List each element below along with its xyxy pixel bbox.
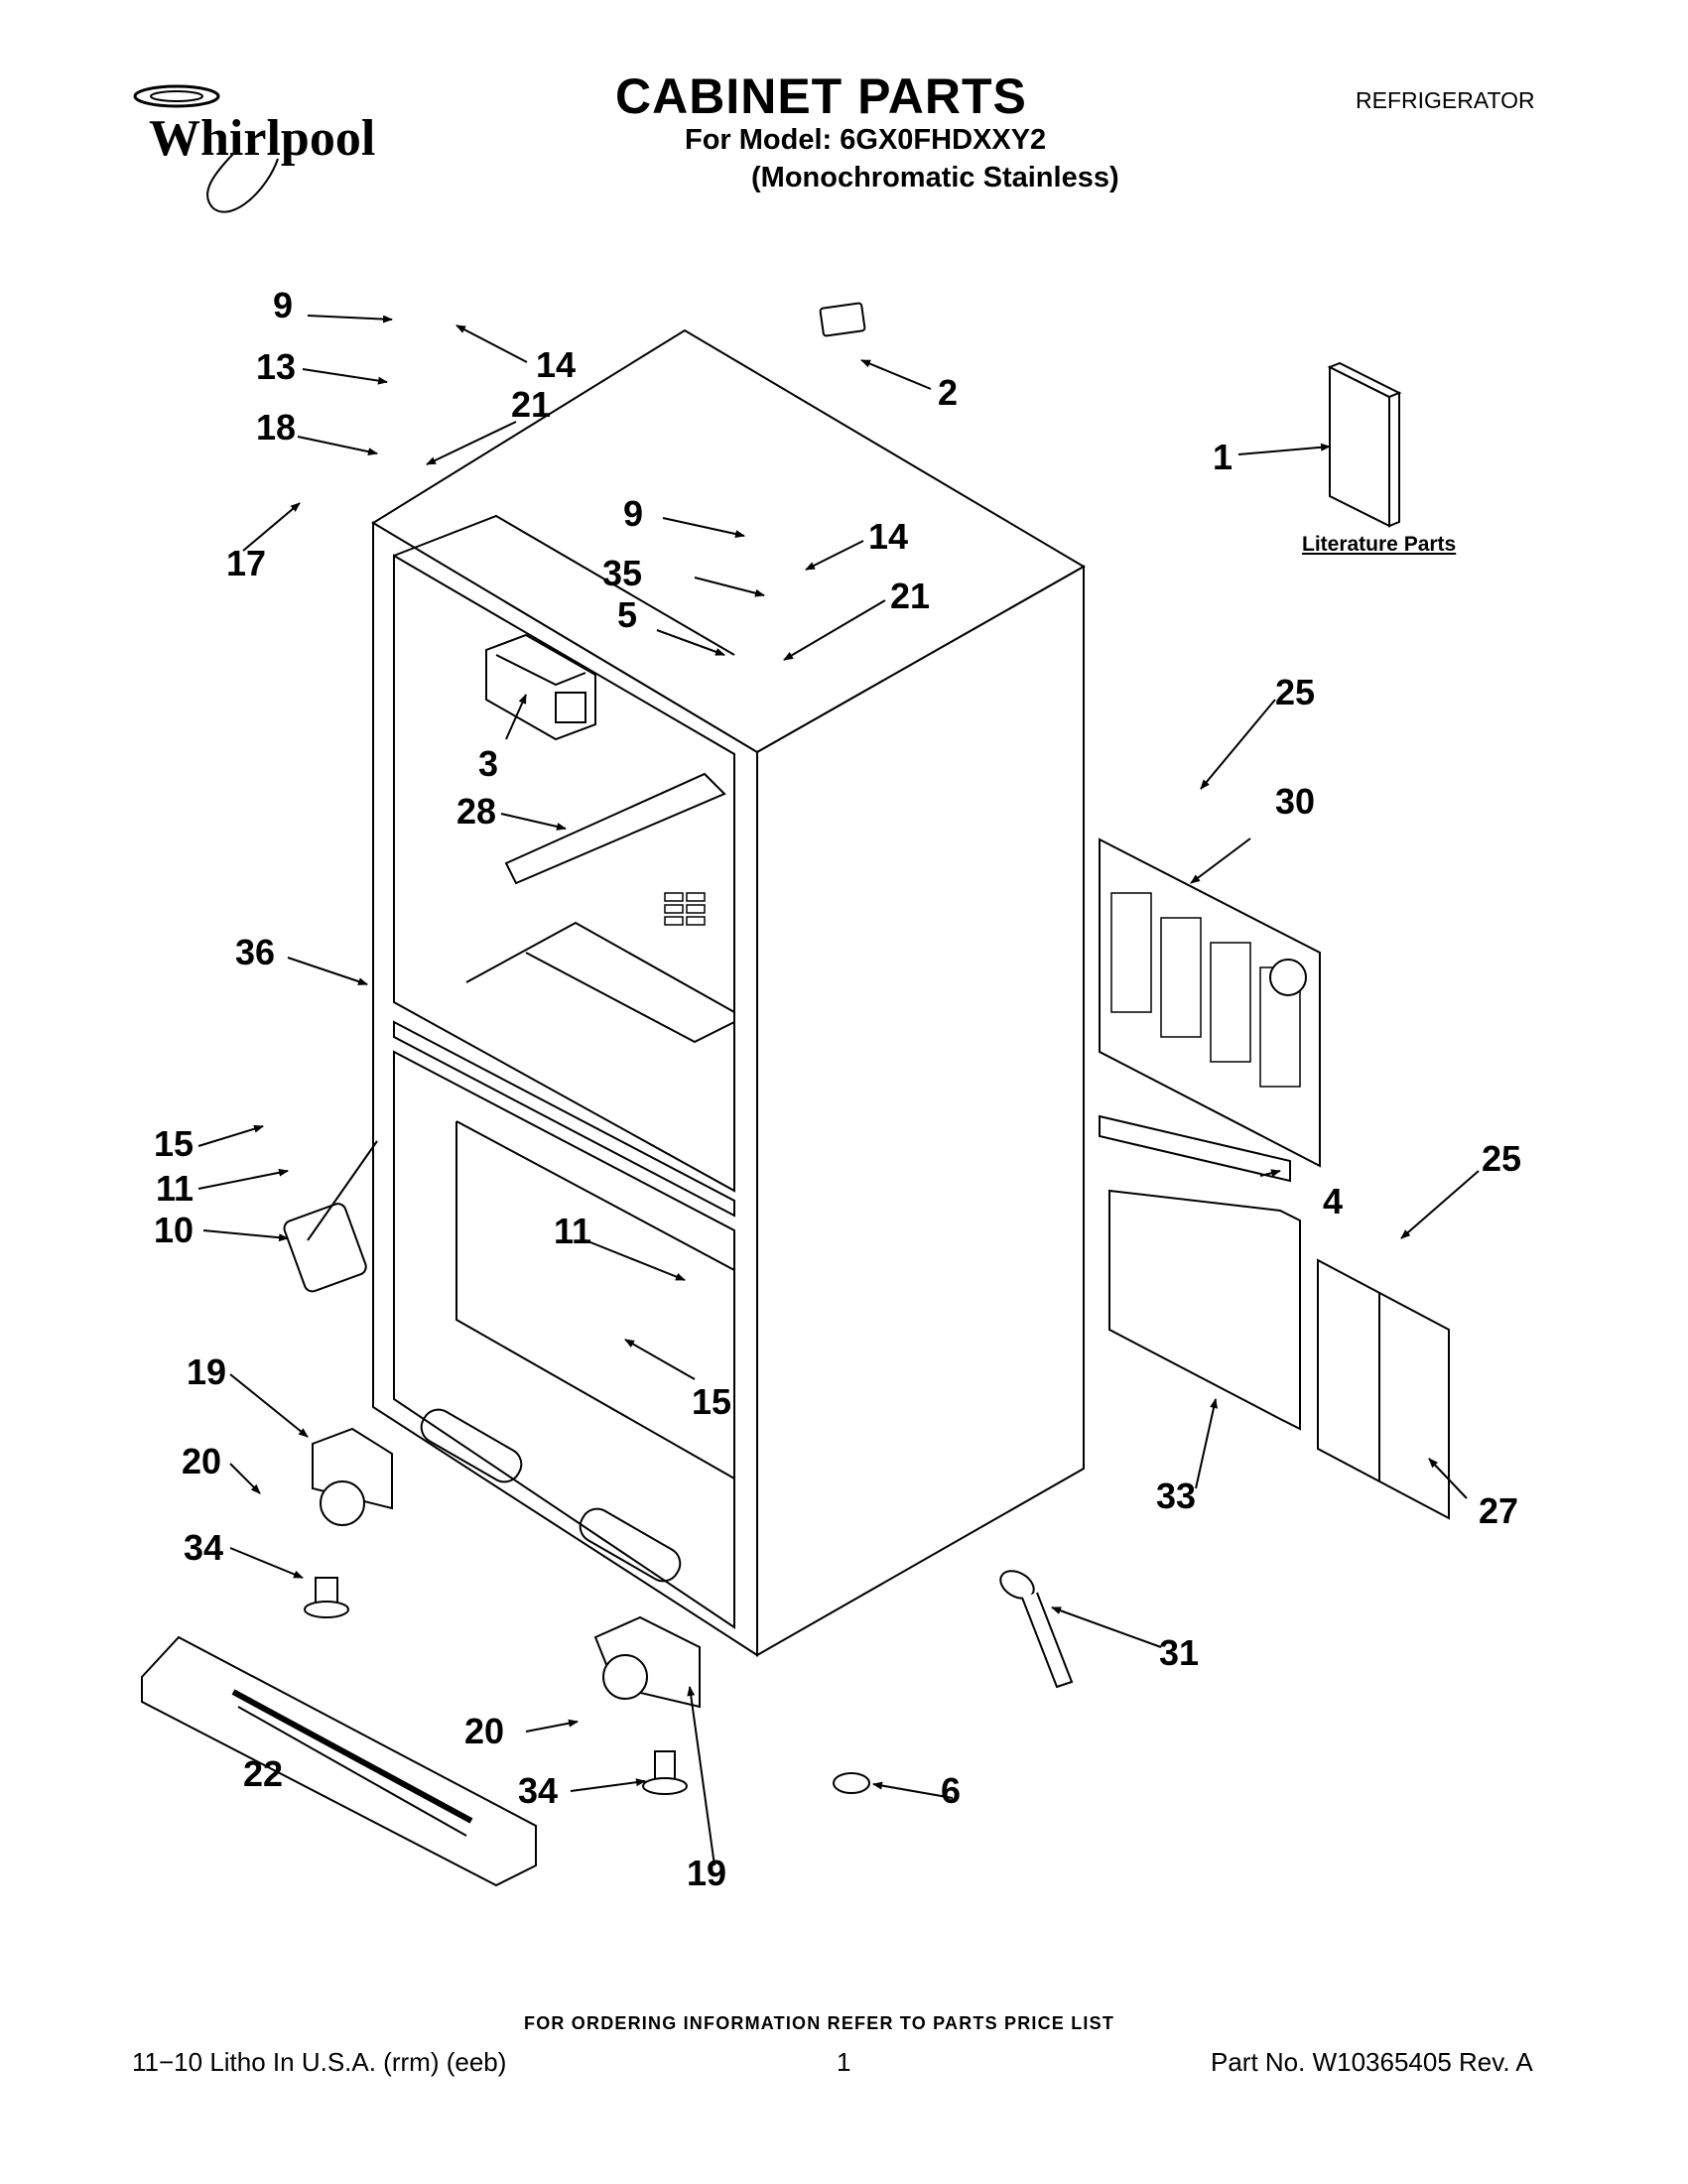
callout-31: 31 [1159, 1632, 1200, 1673]
callout-11: 11 [554, 1211, 592, 1251]
insulation-panel [1108, 1189, 1301, 1431]
ordering-note: FOR ORDERING INFORMATION REFER TO PARTS … [524, 2013, 1115, 2033]
front-roller-right [593, 1615, 701, 1795]
callout-14: 14 [868, 516, 909, 557]
callout-19: 19 [187, 1351, 227, 1392]
callout-13: 13 [256, 346, 297, 387]
tech-sheet-part [283, 1203, 367, 1293]
callout-14: 14 [536, 344, 577, 385]
callout-10: 10 [154, 1210, 195, 1250]
brand-logo: Whirlpool [149, 110, 376, 167]
callout-15: 15 [154, 1123, 195, 1164]
callout-20: 20 [182, 1441, 222, 1481]
footer-page-number: 1 [837, 2047, 851, 2077]
callout-2: 2 [938, 372, 959, 413]
callout-20: 20 [464, 1711, 505, 1751]
label-part [819, 302, 866, 337]
callout-17: 17 [226, 543, 267, 583]
callout-9: 9 [273, 285, 294, 325]
callout-4: 4 [1323, 1181, 1344, 1221]
base-grille [141, 1635, 537, 1887]
wrench-tool [999, 1570, 1074, 1689]
callout-18: 18 [256, 407, 297, 448]
literature-book [1327, 361, 1402, 528]
callout-3: 3 [478, 743, 499, 784]
callout-27: 27 [1479, 1490, 1519, 1531]
callout-21: 21 [890, 576, 931, 616]
callout-9: 9 [623, 493, 644, 534]
model-line: For Model: 6GX0FHDXXY2 [685, 124, 1047, 156]
callout-33: 33 [1156, 1476, 1197, 1516]
plug-ring [833, 1772, 870, 1794]
callout-25: 25 [1275, 672, 1316, 712]
back-grille-panel [1099, 837, 1321, 1168]
callout-6: 6 [941, 1770, 962, 1811]
front-roller-left [304, 1427, 393, 1618]
page-title: CABINET PARTS [615, 68, 1027, 124]
seal-strip [1099, 1114, 1291, 1183]
callout-34: 34 [518, 1770, 559, 1811]
callout-25: 25 [1482, 1138, 1522, 1179]
refrigerator-cabinet [371, 328, 1086, 1657]
literature-parts-label: Literature Parts [1302, 533, 1457, 556]
callout-11: 11 [156, 1168, 195, 1209]
callout-30: 30 [1275, 781, 1316, 822]
callout-arrows [197, 315, 1480, 1866]
callout-5: 5 [617, 594, 638, 635]
category-label: REFRIGERATOR [1356, 87, 1535, 113]
whirlpool-logo-swirl [133, 84, 279, 213]
callout-34: 34 [184, 1527, 224, 1568]
footer-part-number: Part No. W10365405 Rev. A [1211, 2047, 1533, 2077]
callout-19: 19 [687, 1853, 727, 1893]
footer-print-info: 11−10 Litho In U.S.A. (rrm) (eeb) [132, 2047, 507, 2077]
access-cover [1317, 1258, 1450, 1520]
callout-28: 28 [456, 791, 497, 832]
callout-21: 21 [511, 384, 552, 425]
callout-15: 15 [692, 1381, 732, 1422]
light-housing [485, 633, 596, 741]
callout-36: 36 [235, 932, 276, 972]
callout-22: 22 [243, 1753, 284, 1794]
callout-1: 1 [1213, 437, 1234, 477]
callout-35: 35 [602, 553, 643, 593]
finish-line: (Monochromatic Stainless) [751, 162, 1119, 193]
